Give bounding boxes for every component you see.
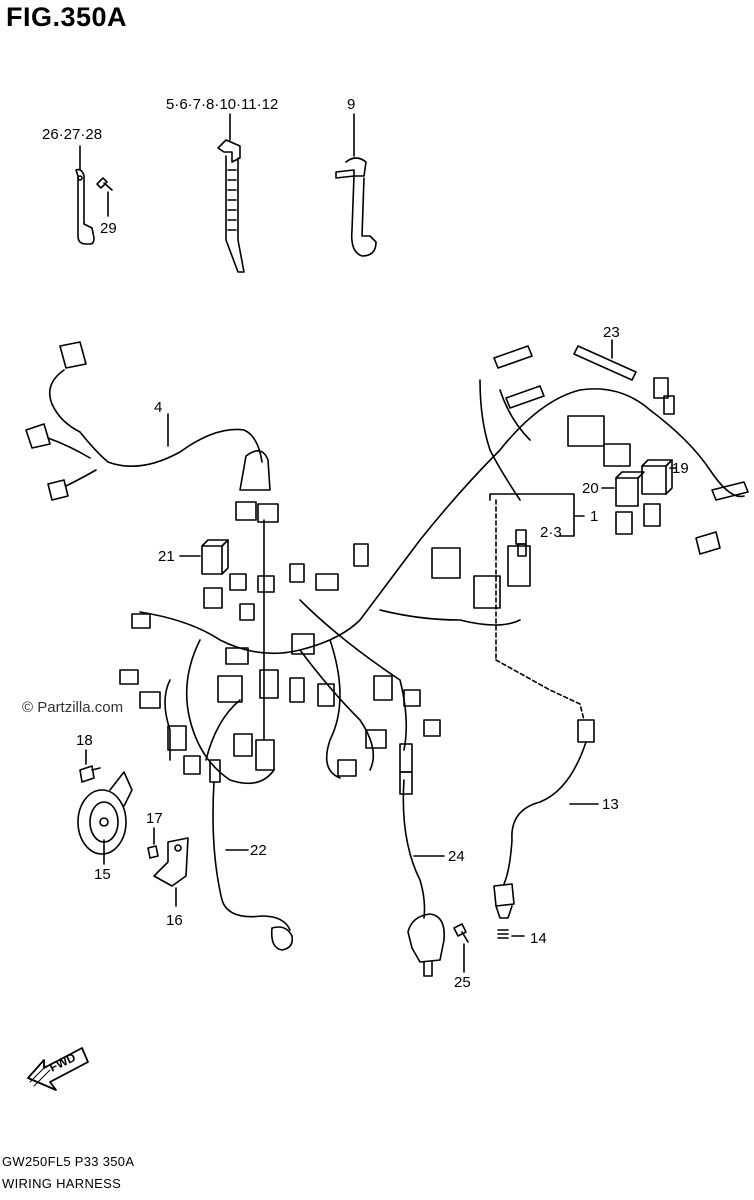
callout-29: 29 [100,220,117,237]
screw-part-25[interactable] [453,923,469,943]
footer-code: GW250FL5 P33 350A [2,1154,135,1169]
cable-tie-part-5[interactable] [217,139,245,273]
horn-part-15[interactable] [77,771,133,855]
callout-2-3: 2·3 [540,524,562,541]
callout-14: 14 [530,930,547,947]
clamp-part-9[interactable] [335,157,377,257]
bolt-part-18[interactable] [79,765,101,783]
clamp-part-26[interactable] [75,168,95,245]
callout-13: 13 [602,796,619,813]
callout-25: 25 [454,974,471,991]
switch-part-24[interactable] [399,771,446,977]
callout-4: 4 [154,399,163,416]
strip-part-23[interactable] [573,345,637,381]
fuse-part-2[interactable] [517,543,527,557]
callout-26-27-28: 26·27·28 [42,126,103,143]
callout-23: 23 [603,324,620,341]
callout-9: 9 [347,96,356,113]
main-harness[interactable] [139,379,745,785]
fuse-holder-part-1[interactable] [489,493,585,721]
harness-part-4[interactable] [25,341,279,523]
oring-part-14[interactable] [497,929,509,939]
sensor-part-13[interactable] [493,719,595,919]
bracket-part-16[interactable] [153,837,189,887]
callout-19: 19 [672,460,689,477]
callout-1: 1 [590,508,599,525]
bolt-part-17[interactable] [147,845,159,859]
callout-5-12: 5·6·7·8·10·11·12 [166,96,279,113]
fwd-arrow-icon: FWD [27,1047,89,1091]
watermark: © Partzilla.com [22,699,124,716]
callout-21: 21 [158,548,175,565]
callout-17: 17 [146,810,163,827]
callout-16: 16 [166,912,183,929]
relay-part-21[interactable] [201,539,229,575]
callout-15: 15 [94,866,111,883]
relay-part-20[interactable] [615,471,645,507]
relay-part-19[interactable] [641,459,673,495]
callout-18: 18 [76,732,93,749]
sensor-lead-part-22[interactable] [209,759,294,951]
callout-24: 24 [448,848,465,865]
connector-cluster[interactable] [119,345,749,777]
callout-20: 20 [582,480,599,497]
callout-22: 22 [250,842,267,859]
screw-part-29[interactable] [96,177,113,191]
footer-name: WIRING HARNESS [2,1176,122,1191]
figure-title: FIG.350A [6,2,128,32]
